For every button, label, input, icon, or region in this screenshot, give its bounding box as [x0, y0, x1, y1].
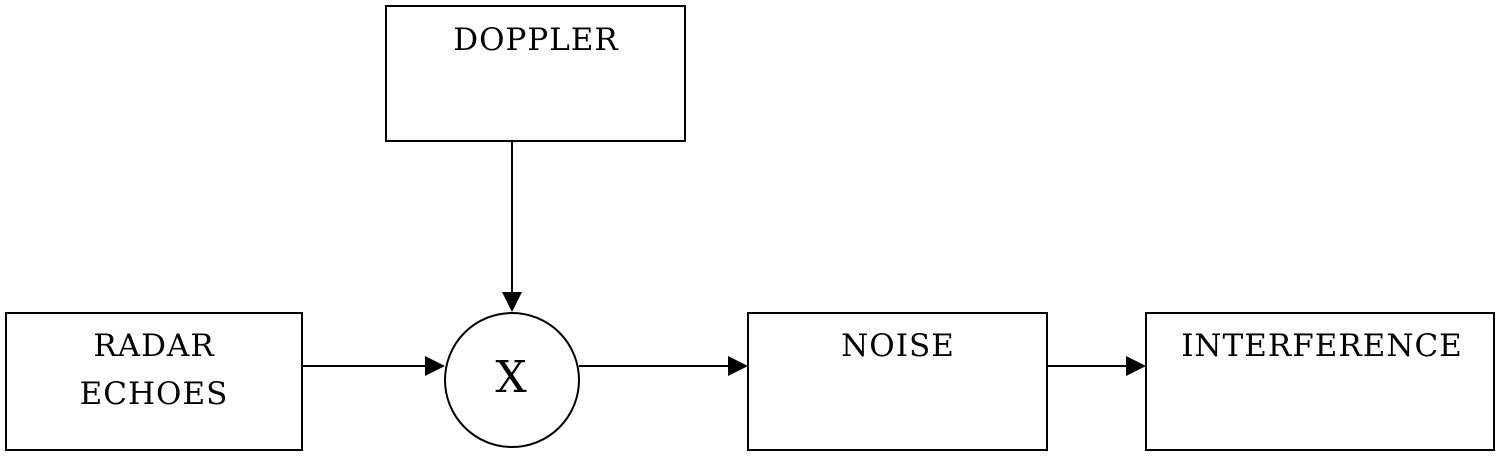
radar-echoes-label-line2: ECHOES [80, 376, 229, 412]
connector-radar-to-mixer [302, 356, 445, 376]
mixer-node: X [444, 312, 580, 448]
interference-box [1145, 312, 1495, 451]
radar-echoes-box [5, 312, 303, 451]
arrowhead-right-icon [728, 356, 748, 376]
connector-doppler-to-mixer [502, 141, 522, 312]
doppler-label: DOPPLER [453, 22, 619, 58]
doppler-box [385, 5, 686, 142]
arrowhead-right-icon [425, 356, 445, 376]
doppler-block: DOPPLER [385, 5, 686, 142]
mixer-symbol: X [495, 352, 527, 403]
noise-label: NOISE [841, 328, 955, 364]
arrowhead-right-icon [1126, 356, 1146, 376]
noise-block: NOISE [747, 312, 1048, 451]
interference-label: INTERFERENCE [1181, 328, 1463, 364]
radar-echoes-label-line1: RADAR [93, 328, 215, 364]
noise-box [747, 312, 1048, 451]
radar-echoes-block: RADAR ECHOES [5, 312, 303, 451]
arrowhead-down-icon [502, 292, 522, 312]
connector-noise-to-interference [1047, 356, 1146, 376]
interference-block: INTERFERENCE [1145, 312, 1495, 451]
mixer-circle [444, 312, 580, 448]
connector-mixer-to-noise [579, 356, 748, 376]
